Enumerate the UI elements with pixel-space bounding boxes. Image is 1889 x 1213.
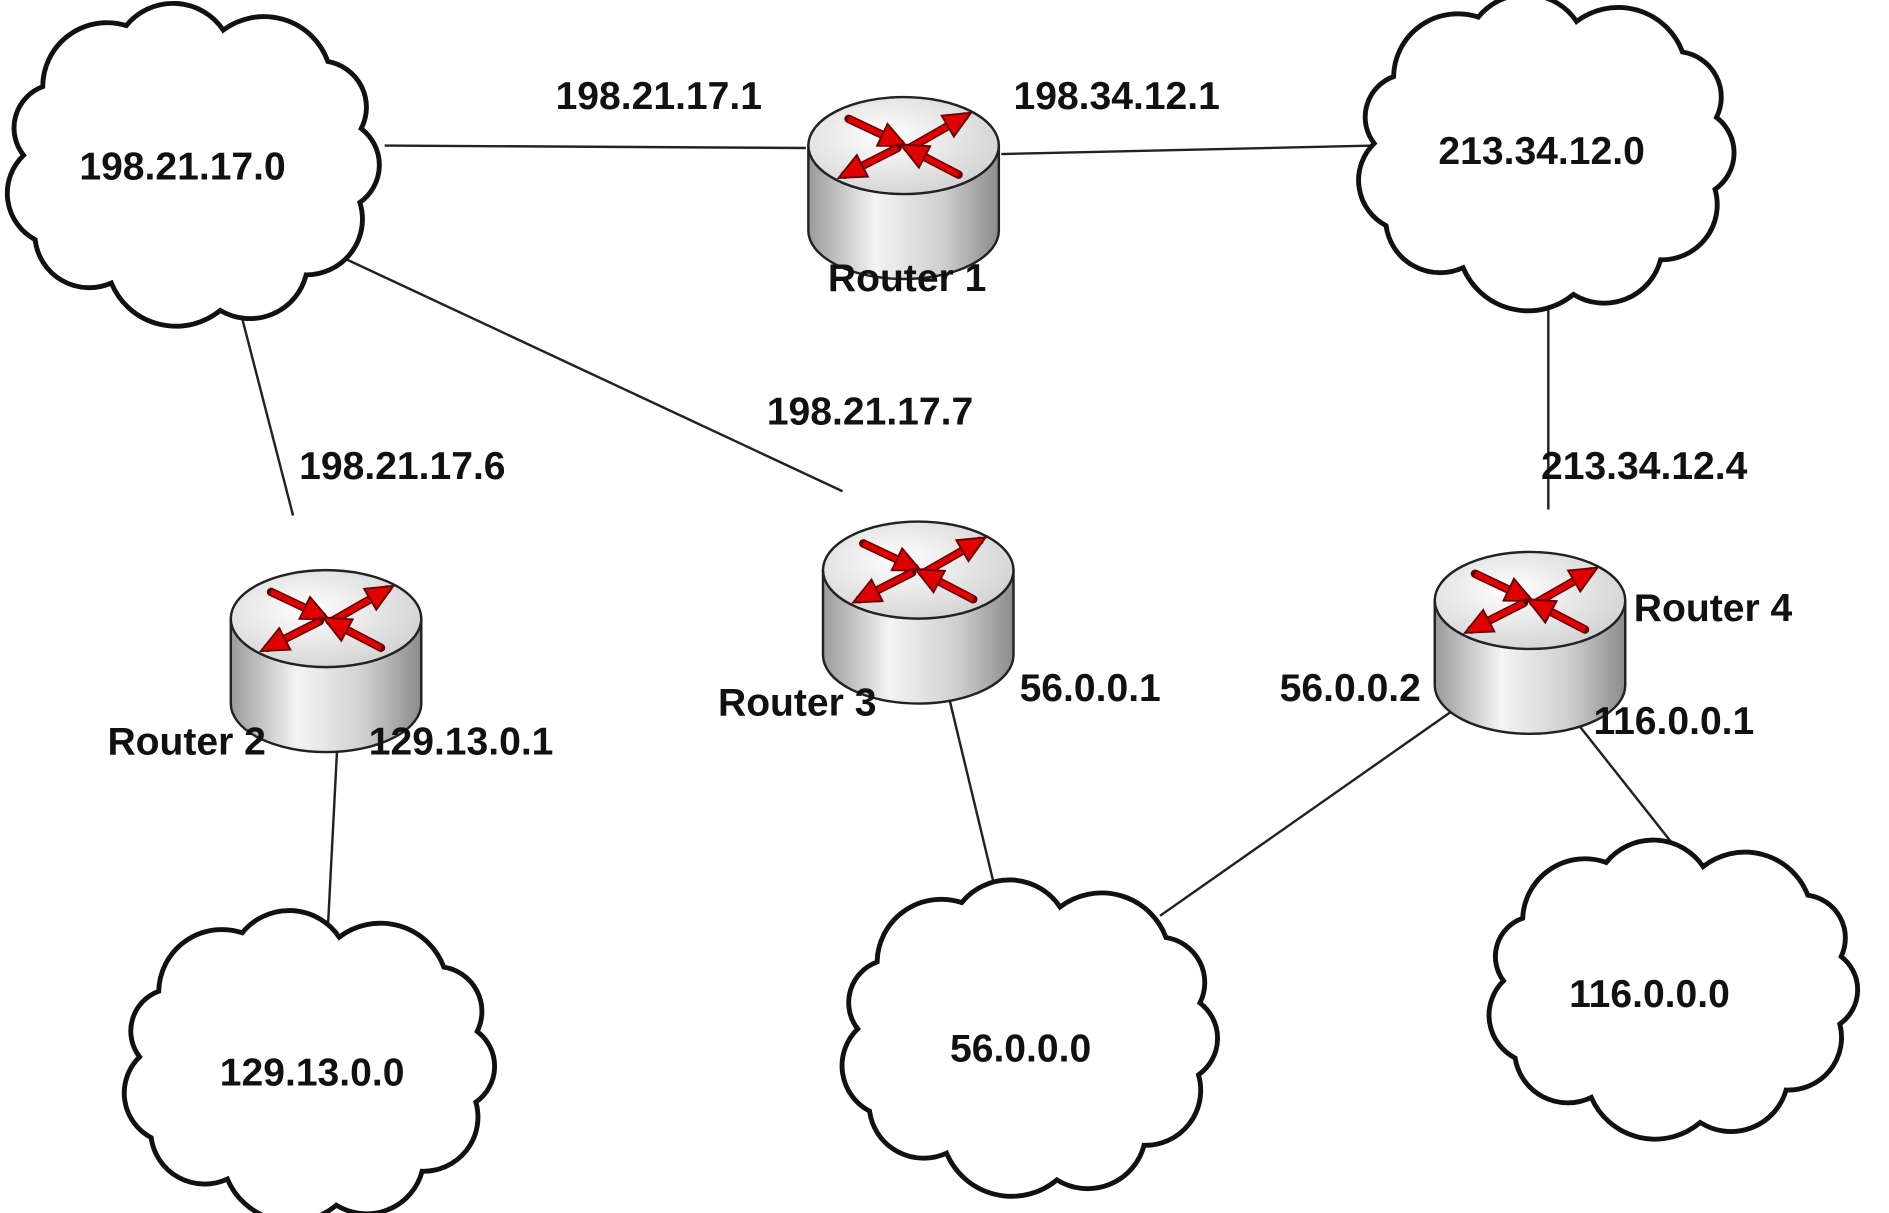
network-cloud: 129.13.0.0 <box>121 908 498 1213</box>
network-label: 56.0.0.0 <box>950 1027 1091 1070</box>
network-cloud: 56.0.0.0 <box>839 877 1220 1199</box>
network-label: 198.21.17.0 <box>79 146 285 189</box>
cloud-icon <box>4 1 382 329</box>
interface-label: 129.13.0.1 <box>369 721 554 764</box>
router-icon <box>807 95 1001 281</box>
router-icon <box>229 568 423 754</box>
router-r2: Router 2 <box>107 568 423 764</box>
router-label: Router 2 <box>107 721 265 764</box>
network-label: 116.0.0.0 <box>1569 973 1730 1016</box>
router-r3: Router 3 <box>718 520 1015 725</box>
link-net1-r1 <box>384 144 806 150</box>
network-cloud: 116.0.0.0 <box>1486 837 1861 1142</box>
link-r1-net2 <box>1001 144 1374 156</box>
router-r1: Router 1 <box>807 95 1001 300</box>
router-icon <box>1433 550 1627 736</box>
router-label: Router 3 <box>718 682 876 725</box>
network-cloud: 213.34.12.0 <box>1356 0 1737 314</box>
interface-label: 213.34.12.4 <box>1541 445 1748 488</box>
interface-label: 116.0.0.1 <box>1594 700 1755 743</box>
interface-label: 198.34.12.1 <box>1013 75 1219 118</box>
routers-layer: Router 1 Router 2 Router 3 Router 4 <box>107 95 1793 764</box>
link-r4-net4 <box>1159 696 1473 917</box>
interface-label: 56.0.0.2 <box>1280 667 1421 710</box>
cloud-icon <box>121 908 498 1213</box>
network-label: 213.34.12.0 <box>1438 130 1644 173</box>
interface-label: 198.21.17.6 <box>299 445 505 488</box>
cloud-icon <box>1486 837 1861 1142</box>
router-r4: Router 4 <box>1433 550 1793 736</box>
network-label: 129.13.0.0 <box>220 1052 405 1095</box>
interface-label: 56.0.0.1 <box>1020 667 1161 710</box>
interface-label: 198.21.17.1 <box>556 75 762 118</box>
interface-label: 198.21.17.7 <box>767 391 973 434</box>
labels-layer: 198.21.17.1 198.34.12.1 198.21.17.6 198.21.… <box>299 75 1754 763</box>
router-label: Router 1 <box>828 257 986 300</box>
networks-layer: 198.21.17.0 213.34.12.0 129.13.0.0 56.0.0.0… <box>4 0 1861 1213</box>
cloud-icon <box>839 877 1220 1199</box>
cloud-icon <box>1356 0 1737 314</box>
link-net1-r3 <box>323 247 844 493</box>
network-cloud: 198.21.17.0 <box>4 1 382 329</box>
router-icon <box>821 520 1015 705</box>
router-label: Router 4 <box>1634 587 1793 630</box>
